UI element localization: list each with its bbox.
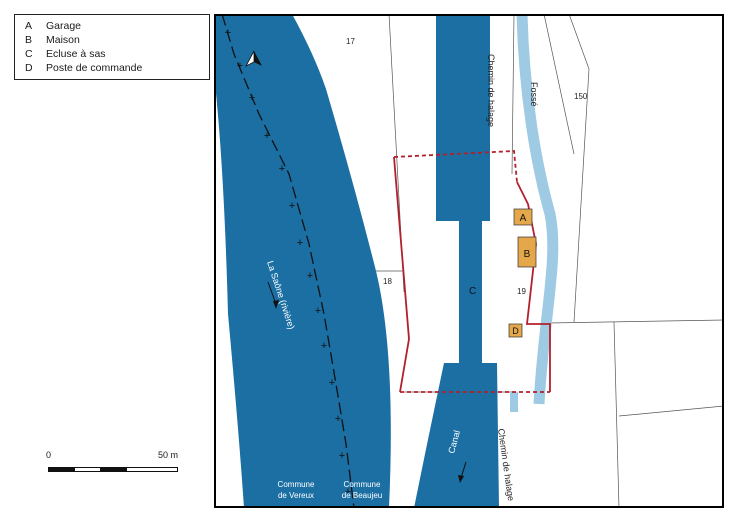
legend-item-b: B Maison	[25, 33, 209, 47]
building-a: A	[513, 208, 533, 226]
building-d-label: D	[512, 326, 519, 336]
commune-vereux-line2: de Vereux	[278, 491, 314, 500]
legend-letter: C	[25, 48, 33, 60]
legend-item-c: C Ecluse à sas	[25, 47, 209, 61]
svg-text:+: +	[237, 60, 243, 72]
svg-text:+: +	[335, 413, 341, 425]
legend-item-a: A Garage	[25, 19, 209, 33]
parcel-18: 18	[383, 277, 392, 286]
river-saone	[214, 14, 391, 508]
building-b: B	[517, 236, 537, 268]
legend-letter: A	[25, 20, 33, 32]
legend-label: Garage	[46, 20, 82, 32]
parcel-19: 19	[517, 287, 526, 296]
scale-segment	[126, 467, 178, 472]
map-legend: A Garage B Maison C Ecluse à sas D Poste…	[14, 14, 210, 80]
svg-text:+: +	[329, 377, 335, 389]
legend-item-d: D Poste de commande	[25, 61, 209, 75]
canal-lower	[414, 363, 499, 508]
building-b-label: B	[524, 249, 531, 260]
canal-flow-arrow	[458, 461, 467, 483]
svg-text:+: +	[264, 130, 270, 142]
svg-text:+: +	[339, 450, 345, 462]
commune-vereux-line1: Commune	[278, 480, 315, 489]
svg-text:+: +	[249, 92, 255, 104]
legend-letter: D	[25, 62, 33, 74]
scale-segment	[100, 467, 127, 472]
svg-text:+: +	[289, 200, 295, 212]
map-canvas: + + + + + + + + + + + + + +	[214, 14, 724, 508]
towpath-label-bottom: Chemin de halage	[496, 428, 516, 502]
scale-segment	[48, 467, 75, 472]
svg-text:+: +	[307, 270, 313, 282]
svg-text:+: +	[225, 27, 231, 39]
north-arrow-icon	[245, 50, 262, 67]
parcel-17: 17	[346, 37, 355, 46]
map-frame	[214, 14, 724, 508]
building-a-label: A	[520, 213, 527, 224]
svg-text:+: +	[279, 163, 285, 175]
svg-text:+: +	[321, 340, 327, 352]
scale-bar: 0 50 m	[46, 450, 208, 480]
property-boundary	[393, 150, 551, 393]
scale-segment	[74, 467, 101, 472]
scale-start-label: 0	[46, 450, 52, 460]
commune-boundary: + + + + + + + + + + + + + +	[221, 14, 355, 508]
scale-end-label: 50 m	[158, 450, 179, 460]
lock-label: C	[469, 286, 476, 297]
legend-label: Ecluse à sas	[46, 48, 106, 60]
river-flow-arrow	[267, 281, 279, 309]
commune-beaujeu-line2: de Beaujeu	[342, 491, 382, 500]
svg-text:+: +	[345, 486, 351, 498]
commune-beaujeu-line1: Commune	[344, 480, 381, 489]
building-d: D	[508, 323, 523, 338]
ditch	[516, 14, 559, 405]
legend-label: Poste de commande	[46, 62, 143, 74]
svg-text:+: +	[315, 305, 321, 317]
svg-text:+: +	[297, 237, 303, 249]
lock-chamber	[459, 221, 482, 363]
towpath-label-top: Chemin de halage	[486, 54, 496, 127]
legend-label: Maison	[46, 34, 80, 46]
legend-letter: B	[25, 34, 33, 46]
ditch-label: Fossé	[529, 82, 539, 107]
parcel-150: 150	[574, 92, 588, 101]
canal-upper	[436, 14, 490, 221]
